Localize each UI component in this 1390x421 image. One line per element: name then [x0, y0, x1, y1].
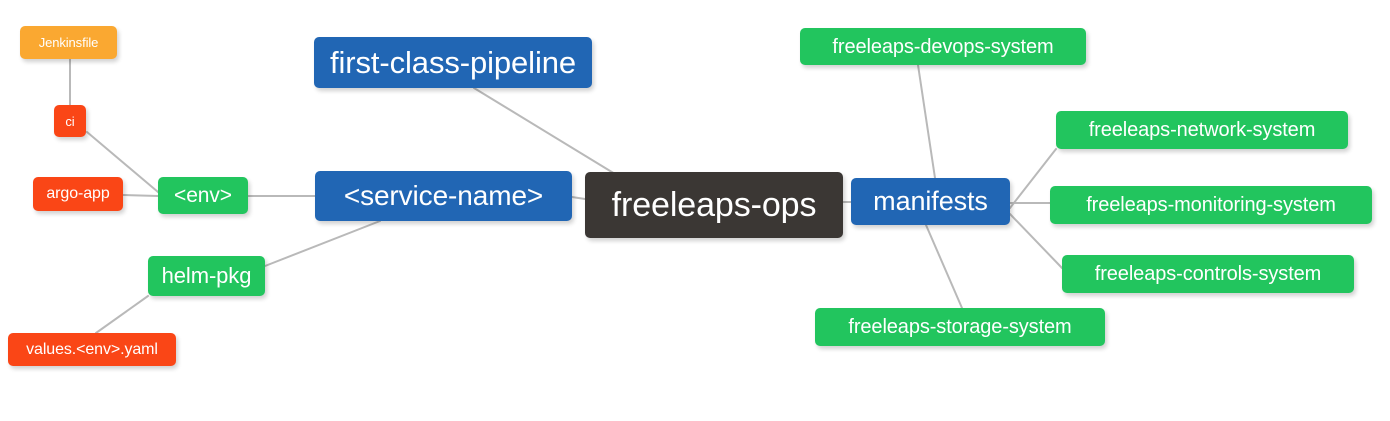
- node-label-manifests: manifests: [873, 186, 988, 216]
- node-label-freeleaps-devops-system: freeleaps-devops-system: [832, 35, 1054, 58]
- node-values-env-yaml[interactable]: values.<env>.yaml: [8, 333, 176, 366]
- node-argo-app[interactable]: argo-app: [33, 177, 123, 211]
- node-freeleaps-network-system[interactable]: freeleaps-network-system: [1056, 111, 1348, 149]
- node-helm-pkg[interactable]: helm-pkg: [148, 256, 265, 296]
- node-jenkinsfile[interactable]: Jenkinsfile: [20, 26, 117, 59]
- node-env[interactable]: <env>: [158, 177, 248, 214]
- node-freeleaps-ops[interactable]: freeleaps-ops: [585, 172, 843, 238]
- edge-manifests-to-freeleaps-storage-system: [925, 224, 963, 309]
- node-label-ci: ci: [65, 113, 75, 129]
- edge-manifests-to-freeleaps-devops-system: [917, 64, 936, 179]
- node-label-freeleaps-network-system: freeleaps-network-system: [1088, 119, 1316, 141]
- node-service-name[interactable]: <service-name>: [315, 171, 572, 221]
- node-first-class-pipeline[interactable]: first-class-pipeline: [314, 37, 592, 88]
- node-label-freeleaps-storage-system: freeleaps-storage-system: [848, 316, 1072, 338]
- node-label-service-name: <service-name>: [343, 180, 544, 211]
- node-freeleaps-storage-system[interactable]: freeleaps-storage-system: [815, 308, 1105, 346]
- node-label-freeleaps-monitoring-system: freeleaps-monitoring-system: [1086, 194, 1336, 216]
- edge-argo-app-to-env: [122, 194, 159, 197]
- node-ci[interactable]: ci: [54, 105, 86, 137]
- edge-service-name-to-freeleaps-ops: [571, 196, 586, 200]
- node-label-helm-pkg: helm-pkg: [161, 263, 252, 288]
- node-label-argo-app: argo-app: [46, 185, 110, 202]
- node-label-jenkinsfile: Jenkinsfile: [38, 35, 99, 50]
- node-manifests[interactable]: manifests: [851, 178, 1010, 225]
- edge-service-name-to-helm-pkg: [264, 220, 381, 267]
- node-label-first-class-pipeline: first-class-pipeline: [329, 45, 577, 80]
- node-label-freeleaps-controls-system: freeleaps-controls-system: [1094, 263, 1322, 285]
- node-label-env: <env>: [174, 184, 232, 207]
- node-freeleaps-devops-system[interactable]: freeleaps-devops-system: [800, 28, 1086, 65]
- edge-service-name-to-first-class-pipeline: [473, 87, 621, 178]
- edge-helm-pkg-to-values-env-yaml: [95, 295, 149, 334]
- node-freeleaps-monitoring-system[interactable]: freeleaps-monitoring-system: [1050, 186, 1372, 224]
- node-label-values-env-yaml: values.<env>.yaml: [26, 340, 158, 358]
- node-label-freeleaps-ops: freeleaps-ops: [611, 186, 817, 224]
- node-freeleaps-controls-system[interactable]: freeleaps-controls-system: [1062, 255, 1354, 293]
